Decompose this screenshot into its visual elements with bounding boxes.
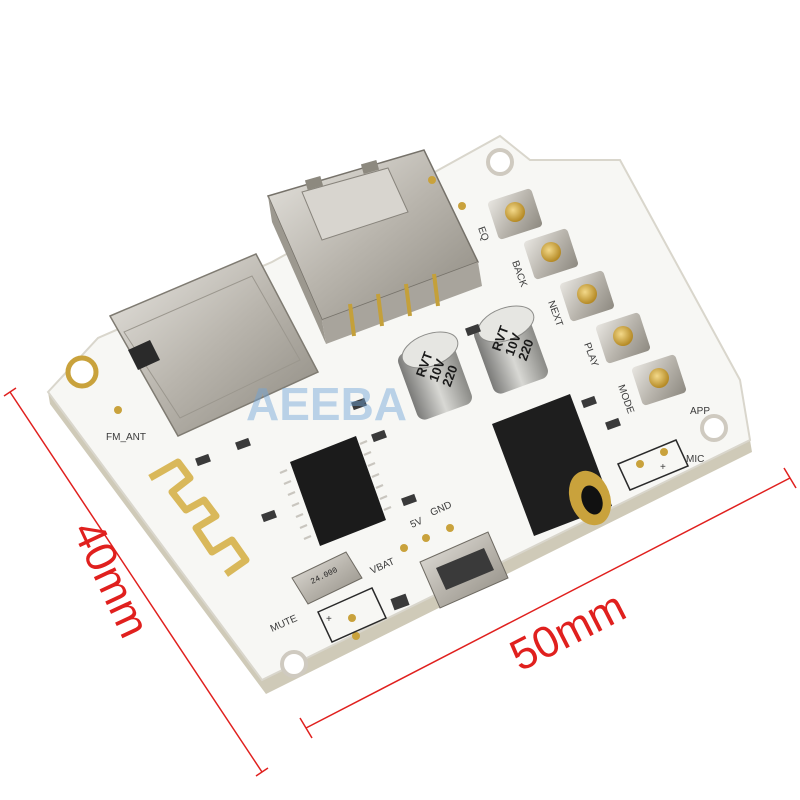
sd-card-slot	[108, 253, 320, 437]
smd-components	[195, 323, 621, 611]
capacitor-2: RVT 10V 220	[474, 305, 548, 394]
antenna-trace	[148, 458, 250, 577]
tact-button-back	[523, 228, 579, 280]
mounting-holes	[65, 148, 728, 678]
label-plus-mic: +	[660, 462, 666, 473]
tact-button-next	[559, 270, 615, 322]
tact-button-mode	[631, 354, 687, 406]
watermark: AEEBA	[246, 378, 407, 430]
audio-ic-chip	[279, 436, 392, 546]
capacitor-2-line-3: 220	[515, 337, 537, 363]
tact-button-eq	[487, 188, 543, 240]
silkscreen-boxes	[316, 439, 690, 643]
label-5v: 5V	[409, 516, 425, 531]
usb-a-connector	[266, 149, 482, 344]
mounting-hole	[700, 414, 728, 442]
capacitor-1-line-3: 220	[439, 363, 461, 389]
label-fm-ant: FM_ANT	[106, 432, 146, 443]
label-plus-bottom: +	[326, 614, 332, 625]
mounting-hole	[486, 148, 514, 176]
height-label: 40mm	[63, 514, 159, 646]
micro-usb-port	[419, 531, 509, 609]
label-mic: MIC	[686, 454, 704, 465]
mounting-hole	[280, 650, 308, 678]
mounting-hole	[65, 355, 99, 389]
crystal-oscillator: 24.000	[291, 551, 363, 605]
capacitor-1: RVT 10V 220	[398, 331, 472, 420]
label-button-eq: EQ	[475, 225, 490, 243]
audio-jack	[492, 394, 612, 536]
solder-pads	[114, 176, 668, 640]
width-label: 50mm	[502, 582, 633, 681]
tact-button-play	[595, 312, 651, 364]
label-app: APP	[690, 406, 710, 417]
tact-buttons	[487, 188, 687, 406]
